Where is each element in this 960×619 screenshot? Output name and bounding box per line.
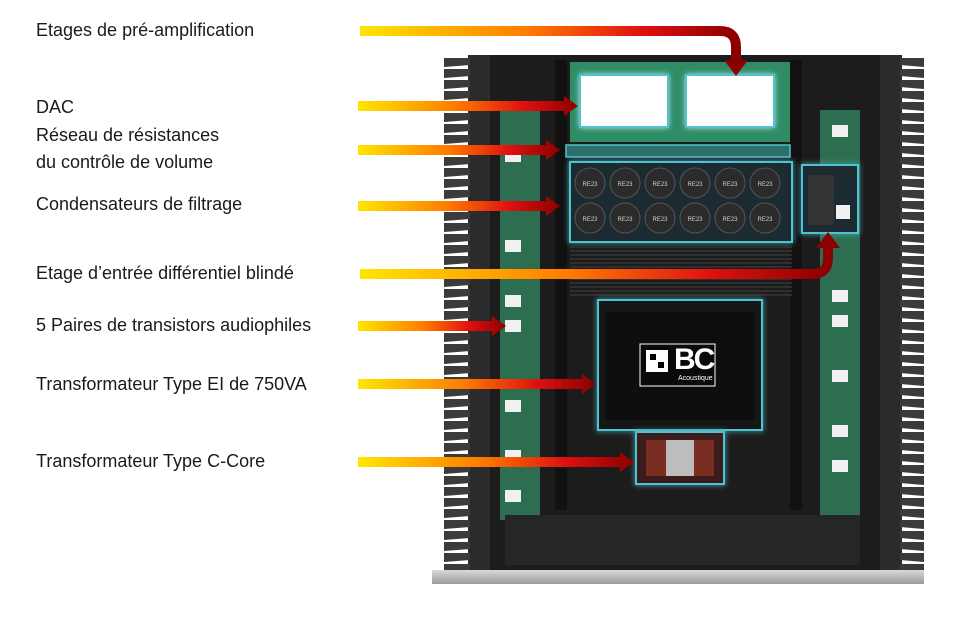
arrow-c-core-transformer — [358, 452, 634, 472]
svg-text:RE23: RE23 — [652, 182, 668, 188]
capacitor: RE23 — [609, 202, 641, 234]
capacitor: RE23 — [714, 167, 746, 199]
capacitor: RE23 — [574, 202, 606, 234]
arrow-dac — [358, 96, 578, 116]
svg-text:RE23: RE23 — [582, 182, 598, 188]
label-filter-capacitors: Condensateurs de filtrage — [36, 194, 243, 214]
callout-arrows — [358, 26, 840, 472]
capacitor: RE23 — [714, 202, 746, 234]
arrow-transistor-pairs — [358, 316, 506, 336]
capacitor: RE23 — [679, 202, 711, 234]
label-resistor-network-line1: Réseau de résistances — [36, 125, 220, 145]
svg-text:RE23: RE23 — [617, 217, 633, 223]
svg-text:RE23: RE23 — [722, 217, 738, 223]
arrow-filter-capacitors — [358, 196, 560, 216]
preamp-stage-left — [579, 74, 669, 128]
brand-logo: BC Acoustique — [640, 344, 715, 386]
chassis-front-edge — [432, 570, 924, 584]
left-heatsink — [444, 55, 490, 575]
capacitor: RE23 — [609, 167, 641, 199]
label-preamp-stages: Etages de pré-amplification — [36, 20, 255, 40]
arrow-ei-transformer — [358, 374, 596, 394]
capacitor: RE23 — [644, 202, 676, 234]
svg-text:RE23: RE23 — [757, 182, 773, 188]
capacitor: RE23 — [644, 167, 676, 199]
brand-subtitle: Acoustique — [678, 375, 713, 382]
svg-text:RE23: RE23 — [687, 217, 703, 223]
volume-resistor-network — [565, 144, 791, 158]
arrow-differential-input — [360, 232, 840, 279]
arrow-preamp-stages — [360, 26, 748, 76]
label-differential-input: Etage d’entrée différentiel blindé — [36, 263, 294, 283]
svg-text:RE23: RE23 — [617, 182, 633, 188]
arrow-resistor-network — [358, 140, 560, 160]
label-ei-transformer: Transformateur Type EI de 750VA — [36, 374, 307, 394]
preamp-stage-right — [685, 74, 775, 128]
svg-text:RE23: RE23 — [582, 217, 598, 223]
label-dac: DAC — [36, 97, 75, 117]
label-resistor-network-line2: du contrôle de volume — [36, 152, 214, 172]
capacitor: RE23 — [749, 167, 781, 199]
svg-text:RE23: RE23 — [687, 182, 703, 188]
right-wall — [790, 60, 802, 510]
brand-mark: BC — [674, 343, 715, 376]
svg-text:RE23: RE23 — [757, 217, 773, 223]
capacitor: RE23 — [574, 167, 606, 199]
svg-text:RE23: RE23 — [652, 217, 668, 223]
left-wall — [555, 60, 567, 510]
svg-text:RE23: RE23 — [722, 182, 738, 188]
label-transistor-pairs: 5 Paires de transistors audiophiles — [36, 315, 312, 335]
capacitor: RE23 — [679, 167, 711, 199]
capacitor: RE23 — [749, 202, 781, 234]
right-heatsink — [880, 55, 924, 575]
label-c-core-transformer: Transformateur Type C-Core — [36, 451, 266, 471]
